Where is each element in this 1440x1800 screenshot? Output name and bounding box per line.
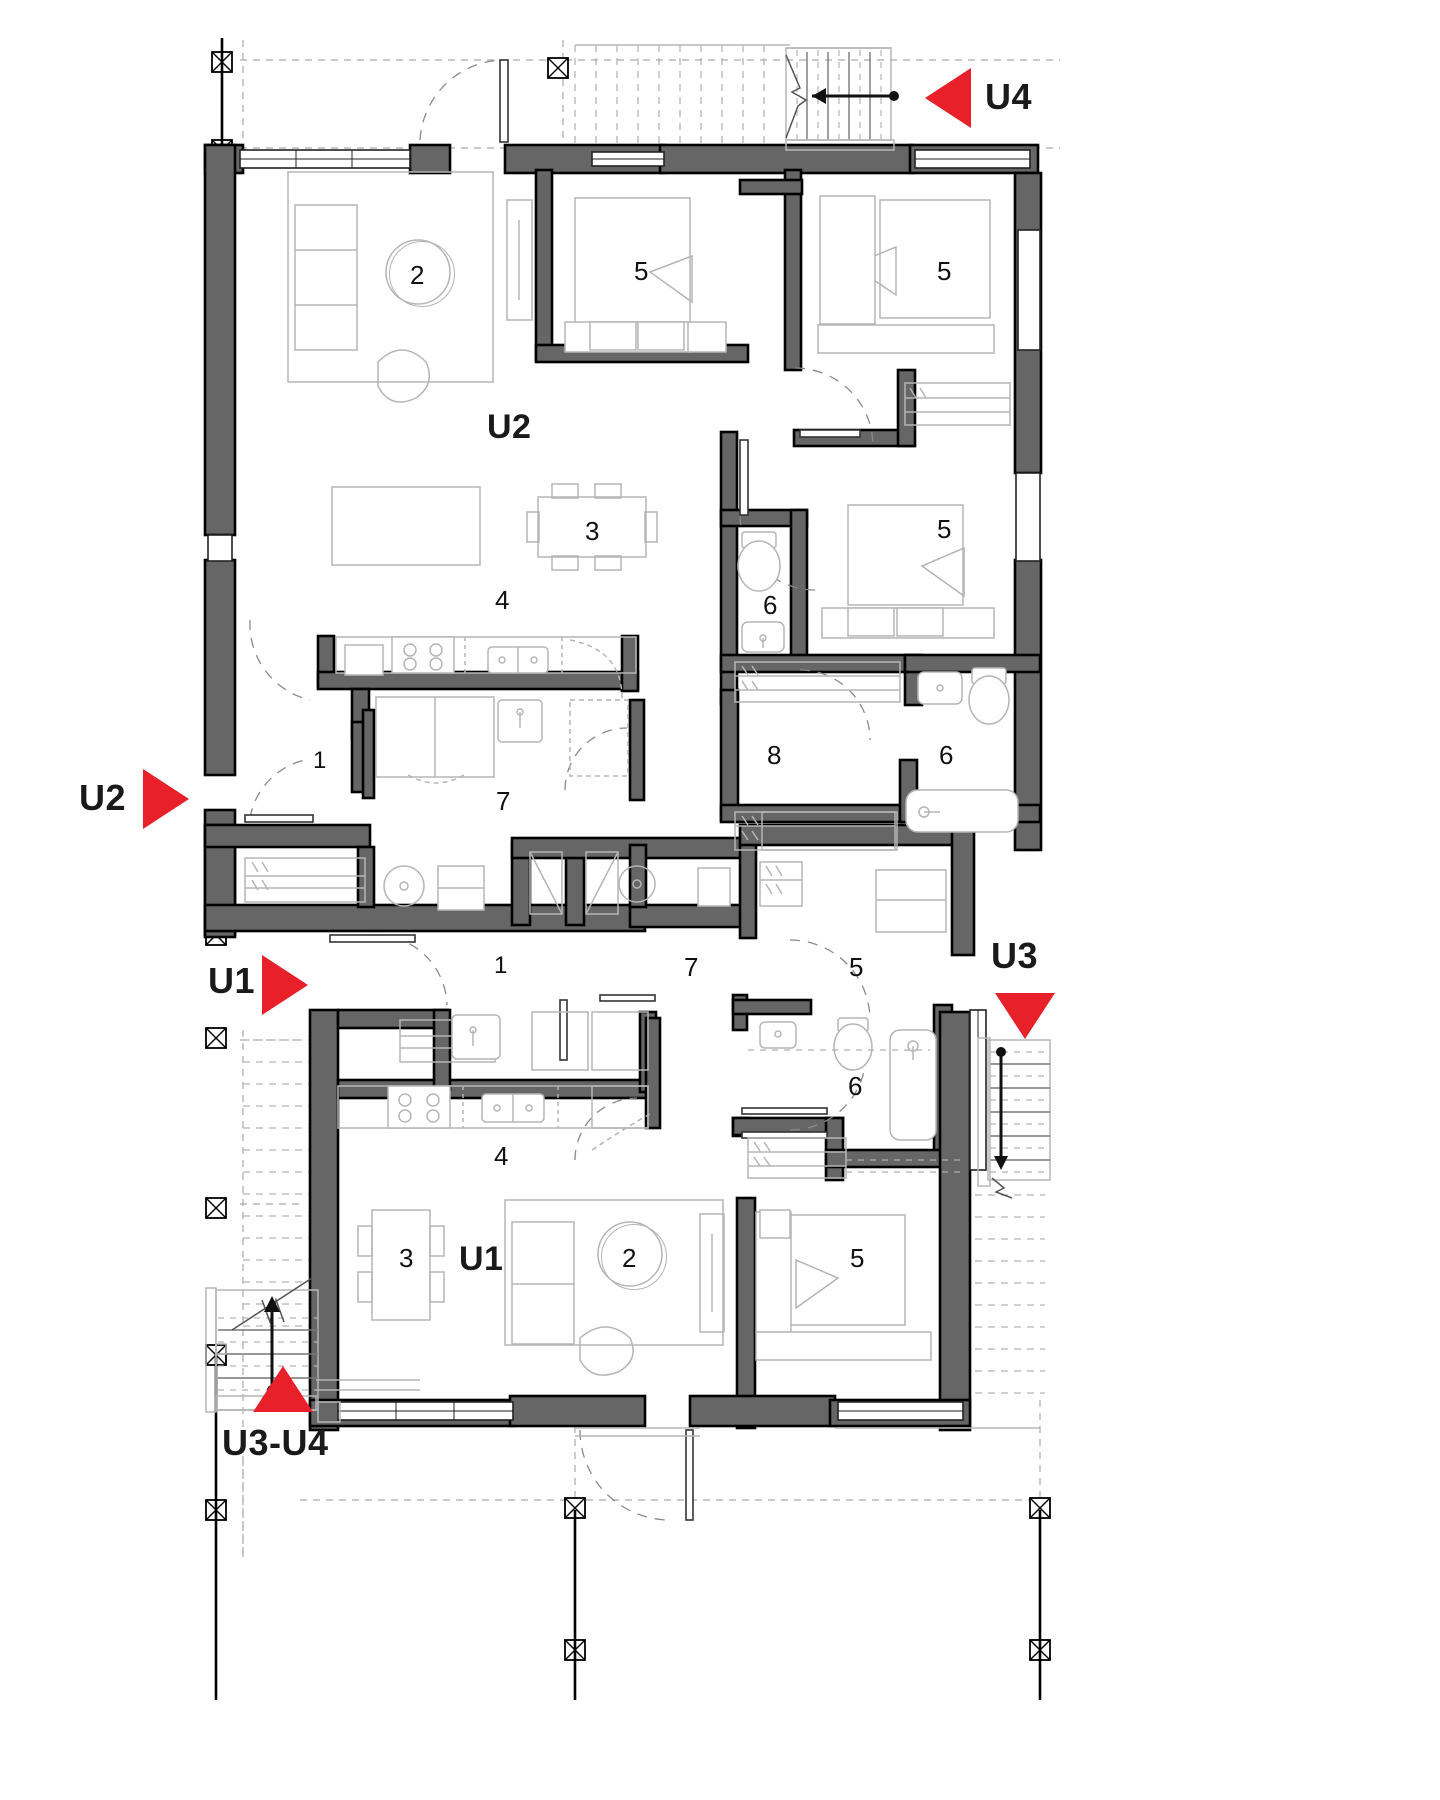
unit-marker-u1: [262, 955, 308, 1015]
room-number: 5: [937, 514, 952, 544]
room-number: 1: [494, 952, 508, 979]
unit-label-u3u4: U3-U4: [222, 1422, 329, 1463]
room-number: 6: [763, 590, 778, 620]
room-number: 5: [634, 256, 649, 286]
unit-marker-u2: [143, 769, 189, 829]
room-number: 2: [622, 1243, 637, 1273]
room-number-circle: [601, 1224, 667, 1290]
terrace-hatch-top: [574, 44, 790, 148]
room-number: 4: [494, 1141, 509, 1171]
room-number: 4: [495, 585, 510, 615]
furniture-u1: [337, 1011, 960, 1376]
room-number: 1: [313, 747, 327, 774]
windows: [239, 149, 1041, 1421]
room-number-circle: [389, 241, 455, 307]
unit-label-u1-in: U1: [459, 1240, 504, 1278]
grid-nodes: [205, 38, 1051, 1700]
room-number: 5: [849, 952, 864, 982]
furniture-u2: [287, 171, 1019, 851]
terrace-hatch-right: [975, 1194, 1045, 1394]
unit-label-u2-in: U2: [487, 408, 532, 446]
room-number: 6: [848, 1071, 863, 1101]
unit-label-u1: U1: [208, 960, 256, 1001]
unit-marker-u4: [925, 68, 971, 128]
stair-u3: [977, 1037, 1051, 1199]
room-number: 5: [850, 1243, 865, 1273]
room-number: 8: [767, 740, 782, 770]
terrace-hatch-left: [243, 1039, 310, 1327]
walls: [203, 143, 1043, 1432]
room-number: 3: [399, 1243, 414, 1273]
room-number: 7: [496, 786, 511, 816]
room-number: 2: [410, 260, 425, 290]
room-number: 6: [939, 740, 954, 770]
unit-marker-u3u4: [253, 1366, 313, 1412]
room-number: 5: [937, 256, 952, 286]
unit-label-u4: U4: [985, 76, 1033, 117]
unit-label-u3: U3: [991, 935, 1039, 976]
room-number: 7: [684, 952, 699, 982]
unit-marker-u3: [995, 993, 1055, 1039]
furniture-midband: [244, 811, 947, 933]
unit-label-u2: U2: [79, 777, 127, 818]
bottom-extensions: [215, 1379, 1040, 1437]
room-number: 3: [585, 516, 600, 546]
stair-u4: [785, 47, 899, 151]
